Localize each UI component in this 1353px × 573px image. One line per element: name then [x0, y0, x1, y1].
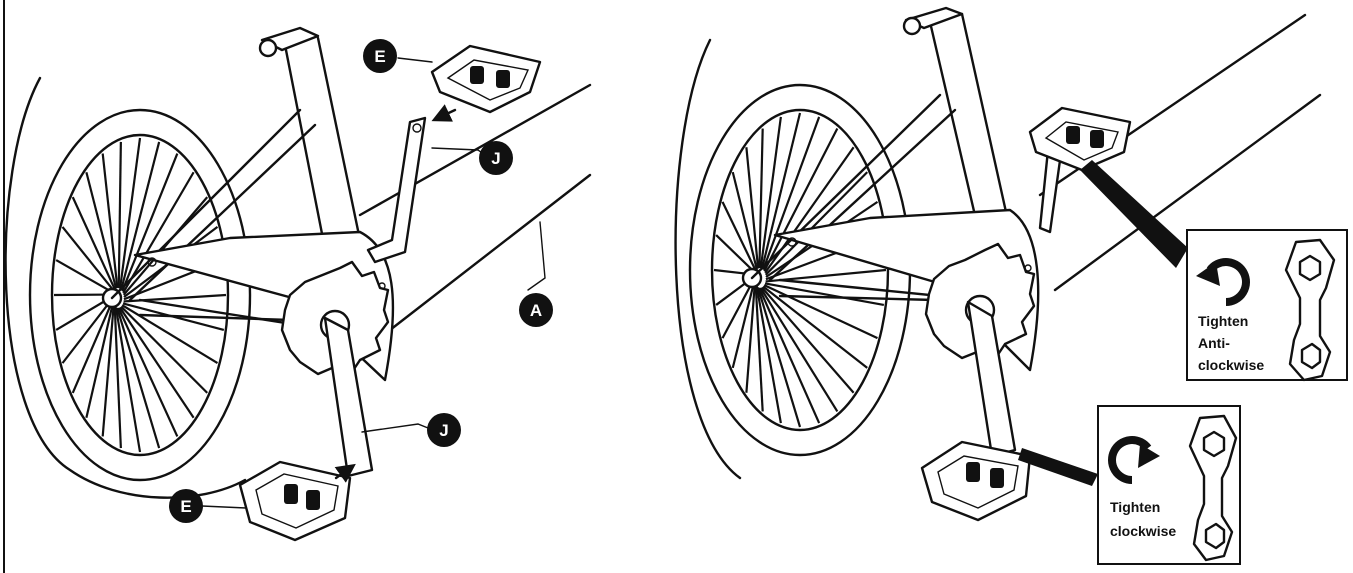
anticlockwise-arrow-icon	[1196, 258, 1250, 306]
pedal-upper	[430, 44, 542, 122]
crank-arm-lower	[323, 316, 374, 478]
svg-text:A: A	[530, 301, 542, 320]
wheel-spoke	[71, 300, 114, 394]
wheel-spoke	[745, 283, 756, 393]
pedal-upper-right	[1028, 106, 1132, 172]
chainring	[280, 260, 390, 376]
wheel-spoke	[116, 307, 161, 449]
wheel-spoke	[122, 171, 195, 294]
wheel-spoke	[61, 226, 115, 292]
wheel-spoke	[721, 278, 755, 339]
pedal-lower-right	[920, 440, 1032, 522]
wheel-spoke	[118, 306, 195, 419]
wheel-spoke	[114, 307, 142, 453]
wheel-spoke	[55, 295, 113, 331]
left-panel: E J A J E	[4, 26, 592, 542]
wheel-spoke	[745, 147, 760, 269]
clockwise-arrow-icon	[1108, 436, 1160, 484]
wheel-spoke	[101, 153, 119, 289]
svg-text:clockwise: clockwise	[1198, 357, 1264, 373]
wheel-spoke	[761, 286, 855, 394]
wheel-spoke	[731, 280, 756, 369]
leader-lines	[201, 57, 546, 509]
wheel-spoke	[759, 287, 839, 413]
wrench-icon-2	[1188, 414, 1238, 562]
wheel-spoke	[121, 304, 219, 365]
crank-arm-upper	[366, 116, 427, 264]
wheel-spoke	[755, 286, 782, 424]
svg-text:J: J	[439, 421, 448, 440]
wheel-spoke	[763, 284, 878, 340]
wheel-spoke	[118, 137, 142, 289]
wheel-spoke	[756, 287, 802, 428]
rear-wheel-right	[674, 38, 912, 480]
callout-e-upper: E	[363, 39, 397, 73]
wheel-spoke	[763, 128, 839, 272]
svg-text:Anti-: Anti-	[1198, 335, 1230, 351]
wheel-spoke	[764, 282, 885, 307]
rear-wheel	[4, 76, 252, 499]
wheel-spoke	[721, 201, 757, 272]
svg-text:clockwise: clockwise	[1110, 523, 1176, 539]
wheel-spoke	[55, 259, 114, 294]
wheel-spoke	[101, 304, 115, 437]
wheel-spoke	[71, 196, 116, 290]
wheel-spoke	[121, 153, 179, 292]
wheel-spokes-right	[713, 112, 887, 428]
wheel-spoke	[758, 287, 821, 424]
wheel-spoke	[762, 285, 868, 369]
wheel-spoke	[759, 116, 782, 269]
wheel-spoke	[85, 302, 114, 418]
crank-arm-lower-right	[966, 300, 1017, 458]
wheel-spoke	[117, 141, 122, 289]
wheel-spokes	[53, 137, 227, 453]
pedal-lower	[238, 460, 356, 542]
svg-text:E: E	[180, 497, 191, 516]
callout-j-lower: J	[427, 413, 461, 447]
wheel-spoke	[754, 284, 764, 412]
wheel-spoke	[61, 298, 113, 364]
wheel-spoke	[113, 306, 122, 449]
right-panel: Tighten Anti- clockwise Tighten clockwis…	[674, 6, 1348, 565]
chain-guard-right	[773, 208, 1040, 372]
wheel-spoke	[762, 116, 821, 270]
wrench-icon	[1284, 238, 1336, 382]
callout-j-upper: J	[479, 141, 513, 175]
instruction-box-anticlockwise: Tighten Anti- clockwise	[1186, 229, 1348, 382]
svg-text:Tighten: Tighten	[1198, 313, 1248, 329]
wheel-spoke	[731, 171, 758, 270]
pointer-wedges	[1018, 160, 1188, 486]
wheel-spoke	[120, 141, 161, 290]
svg-text:J: J	[491, 149, 500, 168]
wheel-spoke	[85, 171, 118, 289]
wheel-spoke	[117, 307, 179, 437]
callout-a: A	[519, 293, 553, 327]
svg-text:Tighten: Tighten	[1110, 499, 1160, 515]
wheel-spoke	[120, 305, 209, 394]
instruction-box-clockwise: Tighten clockwise	[1097, 405, 1241, 565]
wheel-spoke	[715, 234, 756, 274]
wheel-spoke	[760, 112, 802, 269]
wheel-spoke	[758, 128, 764, 269]
callout-e-lower: E	[169, 489, 203, 523]
wheel-spoke	[764, 171, 869, 276]
svg-text:E: E	[374, 47, 385, 66]
